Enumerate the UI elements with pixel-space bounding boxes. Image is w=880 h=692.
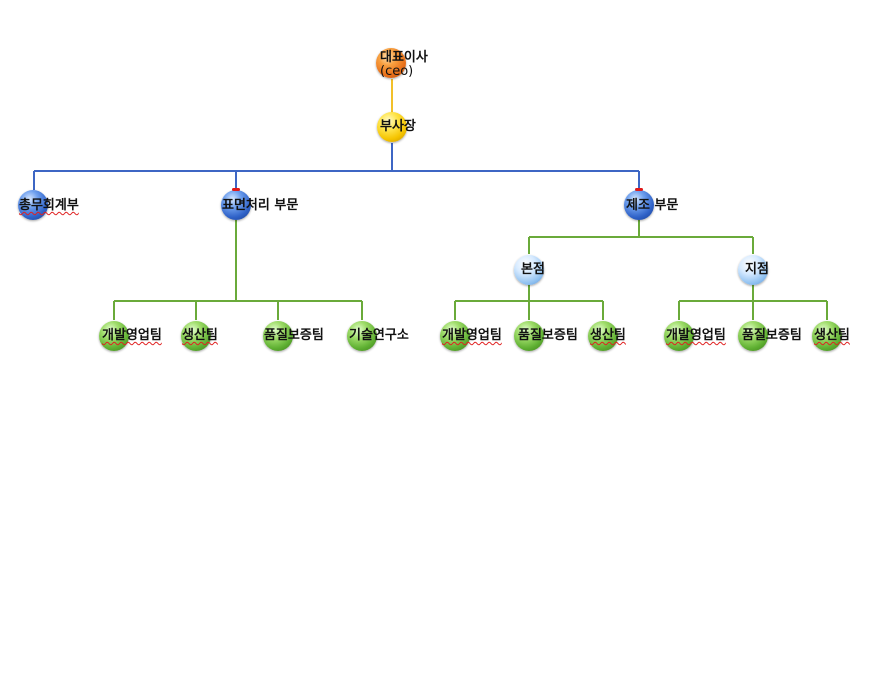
surface-team-node-icon [181,321,211,351]
vp-node-icon [377,112,407,142]
head-office-team-node-icon [514,321,544,351]
surface-team-node-icon [99,321,129,351]
connector-vp-divisions [33,143,640,190]
ceo-label-line1: 대표이사 [380,50,428,65]
surface-division-node-icon [221,190,251,220]
head-office-team-label: 품질보증팀 [518,328,578,343]
surface-team-node-icon [347,321,377,351]
branch-team-node-icon [738,321,768,351]
branch-team-label: 생산팀 [814,328,850,343]
head-office-team-node-icon [440,321,470,351]
manufacturing-division-label: 제조 부문 [626,198,679,213]
branch-team-node-icon [812,321,842,351]
head-office-label: 본점 [521,262,545,277]
head-office-team-label: 개발영업팀 [442,328,502,343]
head-office-team-node-icon [588,321,618,351]
manufacturing-division-marker [635,188,643,191]
branch-office-node-icon [738,255,768,285]
general-affairs-node-icon [18,190,48,220]
vp-label: 부사장 [380,119,416,134]
branch-team-label: 개발영업팀 [666,328,726,343]
head-office-team-label: 생산팀 [590,328,626,343]
surface-team-label: 생산팀 [182,328,218,343]
surface-team-label: 개발영업팀 [102,328,162,343]
connector-branch-teams [678,284,828,320]
surface-division-marker [232,188,240,191]
ceo-label-line2: (ceo) [380,64,414,79]
connector-headoffice-teams [454,284,604,320]
connector-surface-teams [113,220,363,320]
general-affairs-label: 총무회계부 [19,198,79,213]
branch-office-label: 지점 [745,262,769,277]
branch-team-node-icon [664,321,694,351]
surface-division-label: 표면처리 부문 [222,198,299,213]
surface-team-label: 품질보증팀 [264,328,324,343]
connector-manufacturing-branches [528,220,754,254]
surface-team-label: 기술연구소 [349,328,409,343]
manufacturing-division-node-icon [624,190,654,220]
surface-team-node-icon [263,321,293,351]
ceo-label: 대표이사 (ceo) [380,51,428,79]
head-office-node-icon [514,255,544,285]
branch-team-label: 품질보증팀 [742,328,802,343]
ceo-node-icon [376,48,406,78]
